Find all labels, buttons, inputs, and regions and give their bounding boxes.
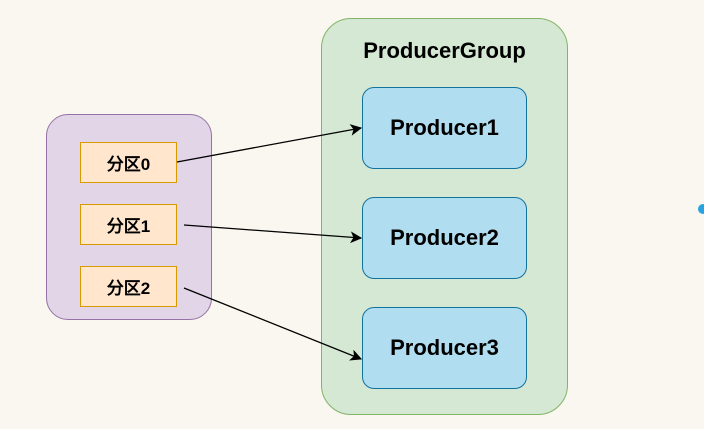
arrow-partition2-to-producer3 xyxy=(183,287,363,361)
producer-3: Producer3 xyxy=(362,307,527,389)
partition-0: 分区0 xyxy=(80,142,177,183)
arrow-partition0-to-producer1 xyxy=(176,124,363,163)
producer-1: Producer1 xyxy=(362,87,527,169)
connection-point-dot[interactable] xyxy=(698,204,704,214)
producer-2: Producer2 xyxy=(362,197,527,279)
partition-2: 分区2 xyxy=(80,266,177,307)
producer-group-title: ProducerGroup xyxy=(363,38,526,63)
partition-1: 分区1 xyxy=(80,204,177,245)
arrow-partition1-to-producer2 xyxy=(183,224,363,244)
